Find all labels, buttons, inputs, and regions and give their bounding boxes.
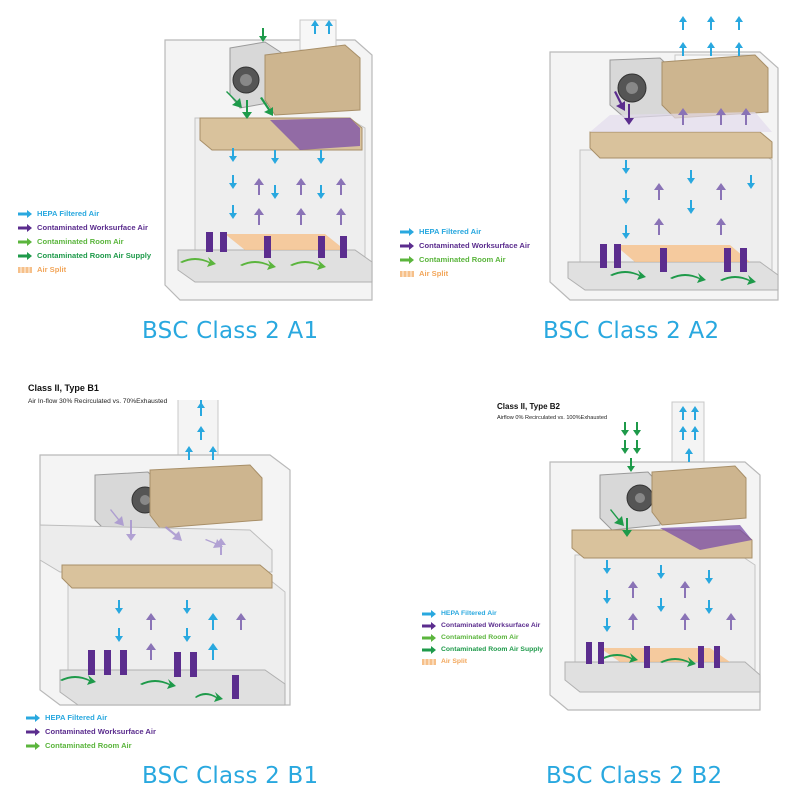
arrow-right-icon bbox=[26, 728, 40, 736]
legend-item-worksurface: Contaminated Worksurface Air bbox=[400, 239, 530, 253]
legend-item-room-supply: Contaminated Room Air Supply bbox=[18, 249, 151, 263]
panel-a1: HEPA Filtered Air Contaminated Worksurfa… bbox=[0, 0, 400, 400]
legend-item-air-split: Air Split bbox=[422, 656, 543, 668]
panel-title-b2: Class II, Type B2 bbox=[497, 402, 560, 411]
arrow-right-icon bbox=[18, 224, 32, 232]
legend-label: Contaminated Room Air Supply bbox=[37, 251, 152, 261]
panel-title-b1: Class II, Type B1 bbox=[28, 383, 99, 393]
arrow-right-icon bbox=[18, 252, 32, 260]
air-split-icon bbox=[18, 266, 32, 274]
arrow-right-icon bbox=[26, 714, 40, 722]
arrow-right-icon bbox=[26, 742, 40, 750]
legend-label: Contaminated Room Air bbox=[45, 741, 132, 751]
panel-subtitle-b1: Air In-flow 30% Recirculated vs. 70%Exha… bbox=[28, 398, 168, 405]
legend-item-room: Contaminated Room Air bbox=[422, 632, 543, 644]
legend-label: Air Split bbox=[441, 657, 468, 665]
arrow-right-icon bbox=[422, 646, 436, 654]
cabinet-diagram-b1 bbox=[39, 400, 291, 706]
air-split-icon bbox=[400, 270, 414, 278]
caption-b1: BSC Class 2 B1 bbox=[142, 763, 319, 789]
cabinet-diagram-a2 bbox=[549, 16, 779, 301]
arrow-right-icon bbox=[400, 228, 414, 236]
legend-label: Contaminated Room Air bbox=[419, 255, 506, 265]
arrow-right-icon bbox=[422, 610, 436, 618]
air-split-icon bbox=[422, 658, 436, 666]
legend-item-worksurface: Contaminated Worksurface Air bbox=[422, 620, 543, 632]
panel-subtitle-b2: Airflow 0% Recirculated vs. 100%Exhauste… bbox=[497, 415, 608, 421]
legend-label: HEPA Filtered Air bbox=[441, 609, 497, 617]
panel-b1: Class II, Type B1 Air In-flow 30% Recirc… bbox=[0, 383, 400, 800]
legend-item-room-supply: Contaminated Room Air Supply bbox=[422, 644, 543, 656]
legend-label: Contaminated Room Air bbox=[441, 633, 519, 641]
legend-item-room: Contaminated Room Air bbox=[400, 253, 530, 267]
panel-a2: HEPA Filtered Air Contaminated Worksurfa… bbox=[400, 0, 800, 400]
legend-label: Air Split bbox=[37, 265, 67, 275]
cabinet-diagram-b2 bbox=[549, 401, 761, 711]
legend-a1: HEPA Filtered Air Contaminated Worksurfa… bbox=[18, 207, 151, 277]
legend-b1: HEPA Filtered Air Contaminated Worksurfa… bbox=[26, 711, 156, 753]
legend-label: Contaminated Room Air bbox=[37, 237, 124, 247]
arrow-right-icon bbox=[18, 210, 32, 218]
legend-a2: HEPA Filtered Air Contaminated Worksurfa… bbox=[400, 225, 530, 281]
legend-label: HEPA Filtered Air bbox=[37, 209, 100, 219]
arrow-right-icon bbox=[422, 622, 436, 630]
legend-item-air-split: Air Split bbox=[400, 267, 530, 281]
legend-item-hepa: HEPA Filtered Air bbox=[18, 207, 151, 221]
legend-label: HEPA Filtered Air bbox=[419, 227, 482, 237]
legend-b2: HEPA Filtered Air Contaminated Worksurfa… bbox=[422, 608, 543, 668]
arrow-right-icon bbox=[400, 242, 414, 250]
panel-b2: Class II, Type B2 Airflow 0% Recirculate… bbox=[400, 400, 800, 800]
cabinet-diagram-a1 bbox=[164, 19, 373, 301]
legend-label: Contaminated Worksurface Air bbox=[37, 223, 148, 233]
legend-item-hepa: HEPA Filtered Air bbox=[26, 711, 156, 725]
legend-item-room: Contaminated Room Air bbox=[18, 235, 151, 249]
arrow-right-icon bbox=[18, 238, 32, 246]
arrow-right-icon bbox=[400, 256, 414, 264]
legend-label: HEPA Filtered Air bbox=[45, 713, 108, 723]
caption-a2: BSC Class 2 A2 bbox=[543, 318, 720, 344]
legend-item-worksurface: Contaminated Worksurface Air bbox=[26, 725, 156, 739]
legend-item-hepa: HEPA Filtered Air bbox=[422, 608, 543, 620]
legend-label: Contaminated Room Air Supply bbox=[441, 645, 544, 653]
legend-item-worksurface: Contaminated Worksurface Air bbox=[18, 221, 151, 235]
caption-b2: BSC Class 2 B2 bbox=[546, 763, 723, 789]
legend-item-air-split: Air Split bbox=[18, 263, 151, 277]
legend-label: Contaminated Worksurface Air bbox=[441, 621, 541, 629]
arrow-right-icon bbox=[422, 634, 436, 642]
legend-label: Contaminated Worksurface Air bbox=[419, 241, 530, 251]
legend-label: Air Split bbox=[419, 269, 449, 279]
legend-item-room: Contaminated Room Air bbox=[26, 739, 156, 753]
legend-item-hepa: HEPA Filtered Air bbox=[400, 225, 530, 239]
legend-label: Contaminated Worksurface Air bbox=[45, 727, 156, 737]
caption-a1: BSC Class 2 A1 bbox=[142, 318, 319, 344]
